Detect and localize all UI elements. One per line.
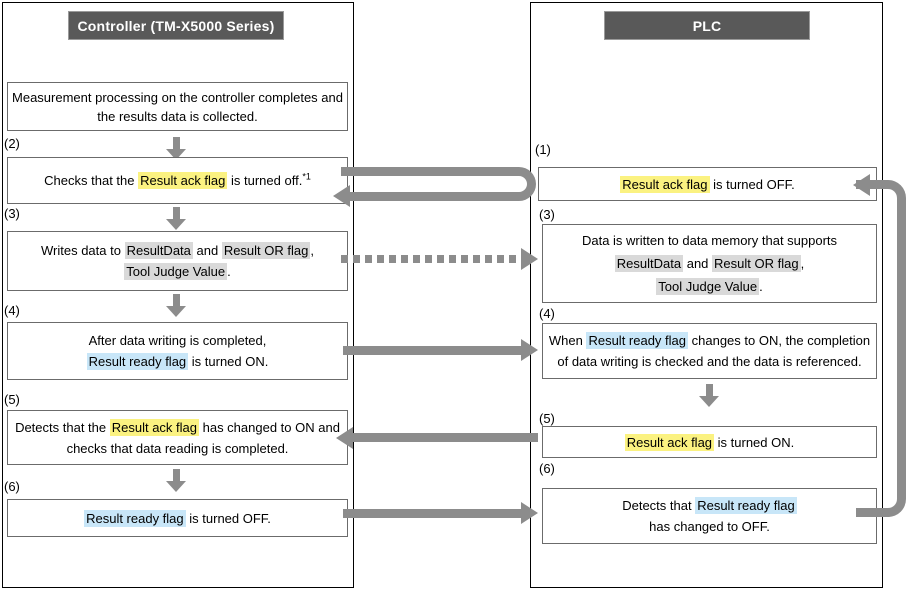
- arrowhead-icon: [521, 248, 538, 270]
- arrowhead-icon: [336, 427, 353, 449]
- down-arrow-icon: [699, 384, 719, 407]
- down-arrow-icon: [166, 137, 186, 160]
- arrowhead-icon: [521, 339, 538, 361]
- plc-box-ready-check: When Result ready flag changes to ON, th…: [542, 323, 877, 379]
- text-line: Detects that Result ready flag: [622, 497, 797, 514]
- text-line: Result ack flag is turned OFF.: [620, 175, 795, 193]
- plc-step3-label: (3): [539, 207, 555, 222]
- footnote-marker: *1: [302, 171, 311, 182]
- result-or-flag-highlight: Result OR flag: [221, 242, 311, 259]
- result-data-highlight: ResultData: [124, 242, 193, 259]
- controller-box-ready-off: Result ready flag is turned OFF.: [7, 499, 348, 537]
- plc-panel: PLC (1) Result ack flag is turned OFF. (…: [530, 2, 883, 588]
- text-line: ResultData and Result OR flag,: [614, 255, 805, 272]
- controller-header-label: Controller (TM-X5000 Series): [77, 17, 275, 34]
- text-line: Detects that the Result ack flag has cha…: [15, 418, 340, 436]
- result-ack-flag-highlight: Result ack flag: [620, 175, 710, 193]
- result-ack-flag-highlight: Result ack flag: [624, 433, 715, 451]
- arrowhead-icon: [853, 174, 870, 196]
- controller-step4-label: (4): [4, 303, 20, 318]
- plc-box-detect-ready-off: Detects that Result ready flag has chang…: [542, 488, 877, 544]
- plc-header: PLC: [604, 11, 810, 40]
- plc-step4-label: (4): [539, 306, 555, 321]
- text-line: Tool Judge Value.: [124, 263, 231, 280]
- result-or-flag-highlight: Result OR flag: [712, 255, 801, 272]
- result-ack-flag-highlight: Result ack flag: [109, 418, 199, 436]
- text-line: Writes data to ResultData and Result OR …: [41, 242, 314, 259]
- arrowhead-icon: [333, 185, 350, 207]
- plc-header-label: PLC: [692, 17, 722, 34]
- plc-step5-label: (5): [539, 411, 555, 426]
- plc-step1-label: (1): [535, 142, 551, 157]
- controller-step2-label: (2): [4, 136, 20, 151]
- plc-box-ack-on: Result ack flag is turned ON.: [542, 426, 877, 458]
- result-ready-flag-highlight: Result ready flag: [84, 509, 186, 527]
- text-line: the results data is collected.: [97, 108, 258, 124]
- result-ack-flag-highlight: Result ack flag: [138, 172, 228, 189]
- tool-judge-value-highlight: Tool Judge Value: [656, 278, 760, 295]
- text-line: checks that data reading is completed.: [66, 440, 289, 456]
- text-line: Data is written to data memory that supp…: [581, 233, 838, 248]
- plc-box-data-written: Data is written to data memory that supp…: [542, 224, 877, 303]
- down-arrow-icon: [166, 294, 186, 317]
- text-line: Result ack flag is turned ON.: [624, 433, 795, 451]
- controller-box-measurement: Measurement processing on the controller…: [7, 82, 348, 131]
- text-line: Tool Judge Value.: [656, 278, 763, 295]
- controller-box-check-ack: Checks that the Result ack flag is turne…: [7, 157, 348, 204]
- controller-box-detect-ack: Detects that the Result ack flag has cha…: [7, 410, 348, 465]
- result-ready-flag-highlight: Result ready flag: [695, 497, 797, 514]
- plc-box-ack-off: Result ack flag is turned OFF.: [538, 167, 877, 201]
- plc-step6-label: (6): [539, 461, 555, 476]
- text-line: of data writing is checked and the data …: [557, 354, 862, 369]
- text-line: Measurement processing on the controller…: [12, 89, 343, 105]
- text-line: When Result ready flag changes to ON, th…: [548, 332, 871, 349]
- down-arrow-icon: [166, 207, 186, 230]
- tool-judge-value-highlight: Tool Judge Value: [124, 263, 228, 280]
- down-arrow-icon: [166, 469, 186, 492]
- text-line: Result ready flag is turned ON.: [86, 353, 269, 370]
- controller-step3-label: (3): [4, 206, 20, 221]
- arrowhead-icon: [521, 502, 538, 524]
- result-ready-flag-highlight: Result ready flag: [86, 353, 189, 370]
- text-line: Result ready flag is turned OFF.: [84, 509, 271, 527]
- controller-header: Controller (TM-X5000 Series): [68, 11, 284, 40]
- text-line: Checks that the Result ack flag is turne…: [44, 171, 311, 189]
- controller-step5-label: (5): [4, 392, 20, 407]
- text-line: has changed to OFF.: [649, 519, 770, 534]
- controller-step6-label: (6): [4, 479, 20, 494]
- controller-panel: Controller (TM-X5000 Series) Measurement…: [2, 2, 354, 588]
- controller-box-ready-on: After data writing is completed, Result …: [7, 322, 348, 380]
- text-line: After data writing is completed,: [88, 333, 267, 348]
- controller-box-write-data: Writes data to ResultData and Result OR …: [7, 231, 348, 291]
- result-data-highlight: ResultData: [614, 255, 684, 272]
- result-ready-flag-highlight: Result ready flag: [586, 332, 689, 349]
